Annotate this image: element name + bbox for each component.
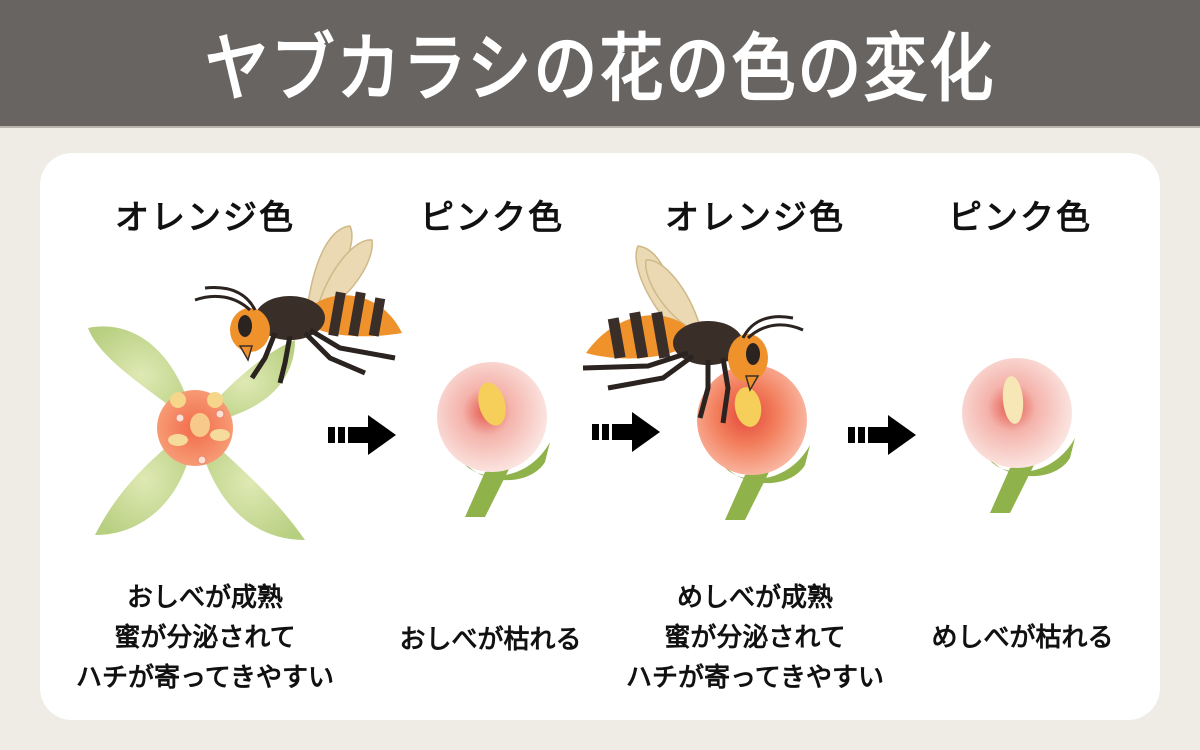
stage-2-desc-line-1: おしべが枯れる xyxy=(399,625,582,655)
pink-flower-icon xyxy=(962,358,1075,513)
stage-3-description: めしべが成熟 蜜が分泌されて ハチが寄ってきやすい xyxy=(600,578,910,698)
stage-1-desc-line-2: 蜜が分泌されて xyxy=(114,623,296,653)
arrow-right-icon xyxy=(592,410,662,454)
orange-flower-stage-1-illustration xyxy=(80,300,310,550)
stage-4-desc-line-1: めしべが枯れる xyxy=(931,623,1114,653)
stage-2-title: ピンク色 xyxy=(420,198,564,238)
stage-1-desc-line-1: おしべが成熟 xyxy=(126,583,283,613)
stage-1-description: おしべが成熟 蜜が分泌されて ハチが寄ってきやすい xyxy=(50,578,360,698)
pink-flower-stage-4-illustration xyxy=(955,358,1085,518)
hornet-icon xyxy=(194,225,402,384)
orange-flower-stage-3-illustration xyxy=(690,365,820,525)
stage-1-desc-line-3: ハチが寄ってきやすい xyxy=(76,663,334,693)
stage-3-title: オレンジ色 xyxy=(665,198,845,238)
title-banner: ヤブカラシの花の色の変化 xyxy=(0,0,1200,128)
hornet-1-illustration xyxy=(190,218,410,388)
orange-flower-icon xyxy=(88,326,305,540)
hornet-2-illustration xyxy=(578,238,808,428)
stage-2-description: おしべが枯れる xyxy=(383,620,598,660)
stage-4-description: めしべが枯れる xyxy=(915,618,1130,658)
stage-3-desc-line-2: 蜜が分泌されて xyxy=(664,623,846,653)
page-title: ヤブカラシの花の色の変化 xyxy=(204,27,996,113)
stage-4-title: ピンク色 xyxy=(948,198,1092,238)
pink-flower-stage-2-illustration xyxy=(430,362,560,522)
stage-3-desc-line-1: めしべが成熟 xyxy=(676,583,833,613)
stage-1-title: オレンジ色 xyxy=(115,198,295,238)
arrow-right-icon xyxy=(848,413,918,457)
stage-3-desc-line-3: ハチが寄ってきやすい xyxy=(626,663,884,693)
arrow-right-icon xyxy=(328,413,398,457)
pink-flower-icon xyxy=(437,362,550,517)
hornet-icon xyxy=(582,245,804,424)
orange-flower-icon xyxy=(697,365,810,520)
